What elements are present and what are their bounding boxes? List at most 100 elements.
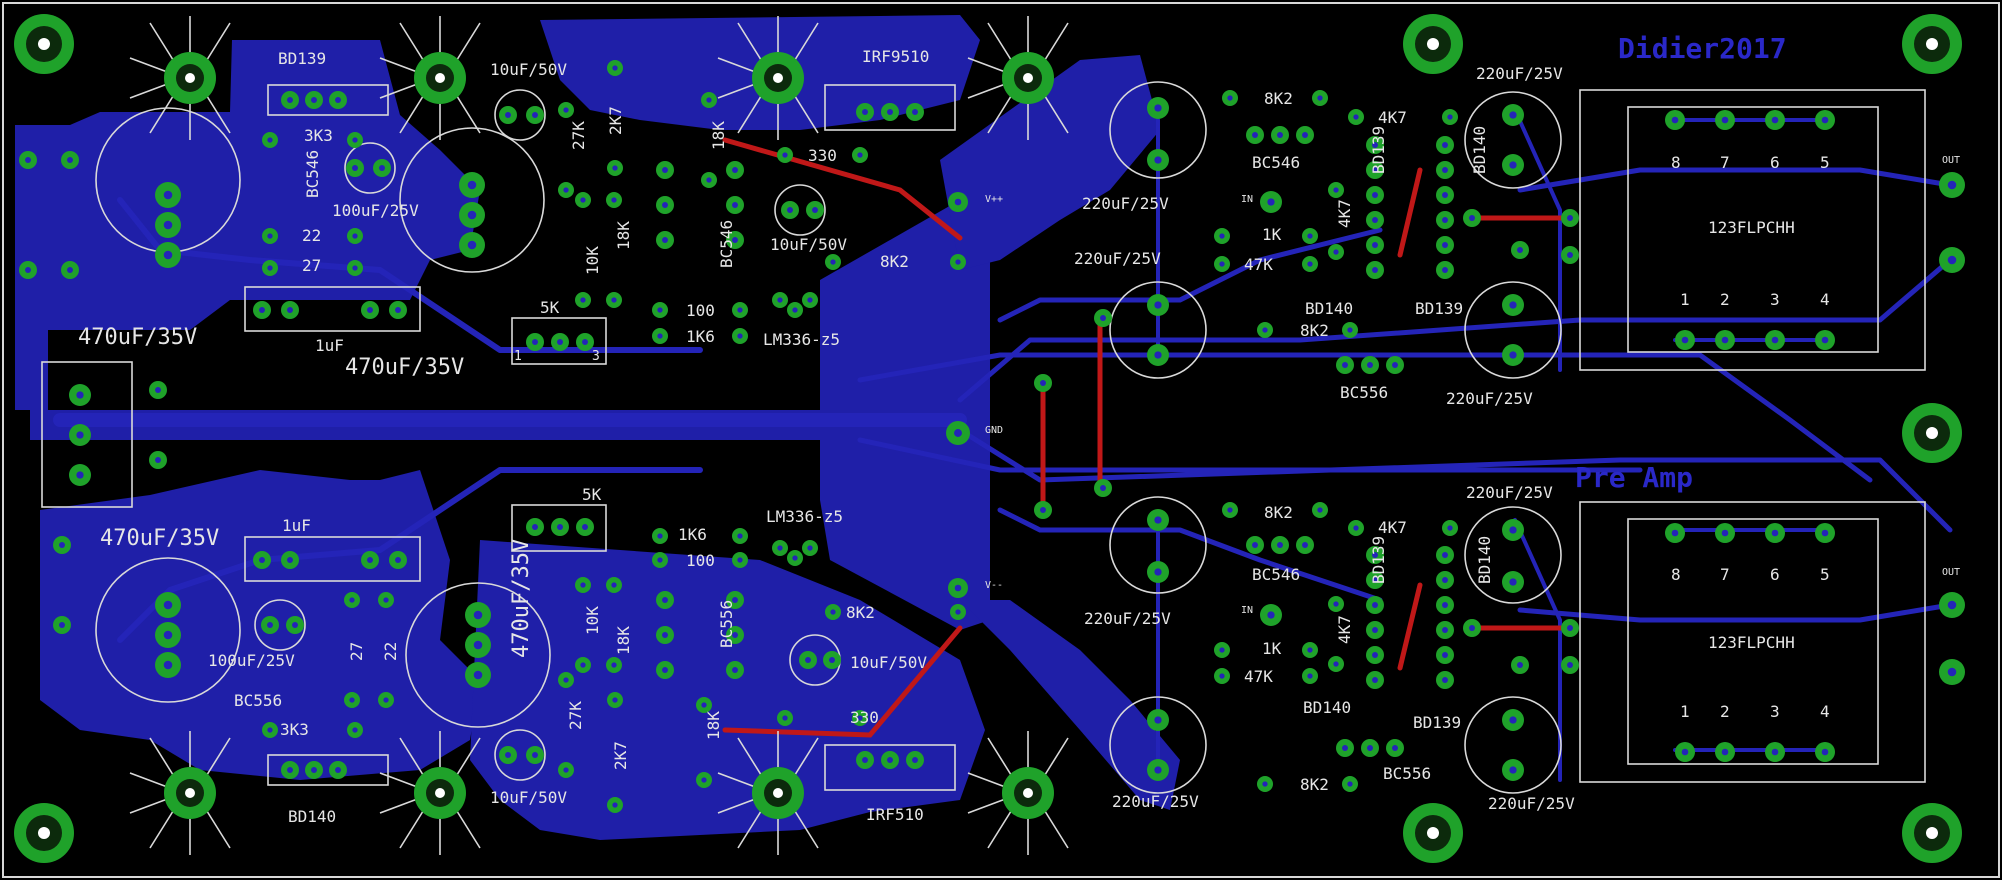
pad-drill-hole [557,524,563,530]
xfmr2-pin5: 5 [1820,565,1830,584]
label-220-d: 220uF/25V [1446,389,1533,408]
pad-drill-hole [1277,542,1283,548]
label-18k-b2: 18K [704,711,723,740]
pad-drill-hole [1307,233,1313,239]
xfmr1-pin8: 8 [1671,153,1681,172]
label-pot-pin3: 3 [592,349,600,364]
pad-drill-hole [657,333,663,339]
xfmr2-pin7: 7 [1720,565,1730,584]
pad-drill-hole [1342,745,1348,751]
heatsinks [129,16,1069,855]
pad-drill-hole [467,240,477,250]
label-4k7-v1: 4K7 [1335,199,1354,228]
pad-drill-hole [1353,114,1359,120]
pad-drill-hole [563,677,569,683]
trace-upper-1 [997,227,1383,323]
label-1k6-bot: 1K6 [678,525,707,544]
pad-drill-hole [1442,577,1448,583]
top-traces [722,137,1573,738]
pad-drill-hole [1442,192,1448,198]
label-22-bot: 22 [381,642,400,661]
pad-drill-hole [1372,577,1378,583]
pad-drill-hole [862,757,868,763]
pad-drill-hole [532,524,538,530]
heatsink-top-left [129,16,231,140]
label-47k-a: 47K [1244,255,1273,274]
label-4k7-a: 4K7 [1378,108,1407,127]
pad-drill-hole [782,152,788,158]
pad-drill-hole [1154,156,1162,164]
pad-drill-hole [1372,192,1378,198]
pad-drill-hole [582,524,588,530]
pad-drill-hole [163,630,173,640]
label-100-top: 100 [686,301,715,320]
copper-pour-upper-right-band [940,55,1160,270]
label-470-d: 470uF/35V [509,539,534,658]
irf9510-outline [824,84,956,131]
pad-drill-hole [349,597,355,603]
pad-drill-hole [1372,242,1378,248]
pad-drill-hole [662,202,668,208]
pad-drill-hole [1154,351,1162,359]
pad-drill-hole [267,265,273,271]
pad-drill-hole [1509,351,1517,359]
pad-drill-hole [1442,677,1448,683]
mount-hole-tr1 [1403,14,1463,74]
xfmr1-pin5: 5 [1820,153,1830,172]
pad-drill-hole [1509,578,1517,586]
cap-outline-100uf-b [254,599,306,651]
pad-drill-hole [1227,507,1233,513]
pad-drill-hole [1447,525,1453,531]
pad-drill-hole [1040,507,1046,513]
copper-pour-left-top [15,40,480,330]
pad-drill-hole [335,767,341,773]
pad-drill-hole [1821,529,1829,537]
pad-drill-hole [1567,662,1573,668]
heatsink-pad-2 [414,52,466,104]
label-470-a: 470uF/35V [78,325,197,350]
pad-drill-hole [812,207,818,213]
pad-drill-hole [857,715,863,721]
copper-pour-bottom-center [470,540,985,840]
pad-drill-hole [473,610,483,620]
pad-drill-hole [1100,485,1106,491]
mount-hole-tl [14,14,74,74]
label-gnd: GND [985,425,1003,436]
heatsink-pad-3 [752,52,804,104]
pad-drill-hole [367,307,373,313]
pad-drill-hole [657,557,663,563]
pad-drill-hole [1469,625,1475,631]
label-4k7-b: 4K7 [1378,518,1407,537]
pad-drill-hole [163,220,173,230]
pad-drill-hole [1721,748,1729,756]
pad-drill-hole [737,307,743,313]
pad-drill-hole [1302,542,1308,548]
pad-drill-hole [267,233,273,239]
pad-drill-hole [954,429,962,437]
red-trace-8 [1397,582,1423,671]
pad-drill-hole [1347,327,1353,333]
pad-drill-hole [395,557,401,563]
label-bd140-r2: BD140 [1475,536,1494,584]
label-bd139-r1b: BD139 [1415,299,1463,318]
label-220-g: 220uF/25V [1112,792,1199,811]
pad-drill-hole [267,622,273,628]
pad-drill-hole [912,757,918,763]
pad-drill-hole [1821,336,1829,344]
label-27k-top: 27K [569,121,588,150]
pad-drill-hole [267,727,273,733]
pad-drill-hole [1372,652,1378,658]
label-1uf-bot: 1uF [282,516,311,535]
label-in-2: IN [1241,605,1253,616]
xfmr-inner-1 [1627,106,1879,353]
label-5k-top: 5K [540,298,560,317]
trace-lower-1 [997,507,1383,603]
pad-drill-hole [611,582,617,588]
pad-drill-hole [1517,662,1523,668]
copper-pour-left-bottom [40,470,480,780]
heatsink-pad-5 [164,767,216,819]
label-2k7-top: 2K7 [606,106,625,135]
pad-drill-hole [163,250,173,260]
label-8k2-c: 8K2 [1264,503,1293,522]
pad-drill-hole [1262,327,1268,333]
